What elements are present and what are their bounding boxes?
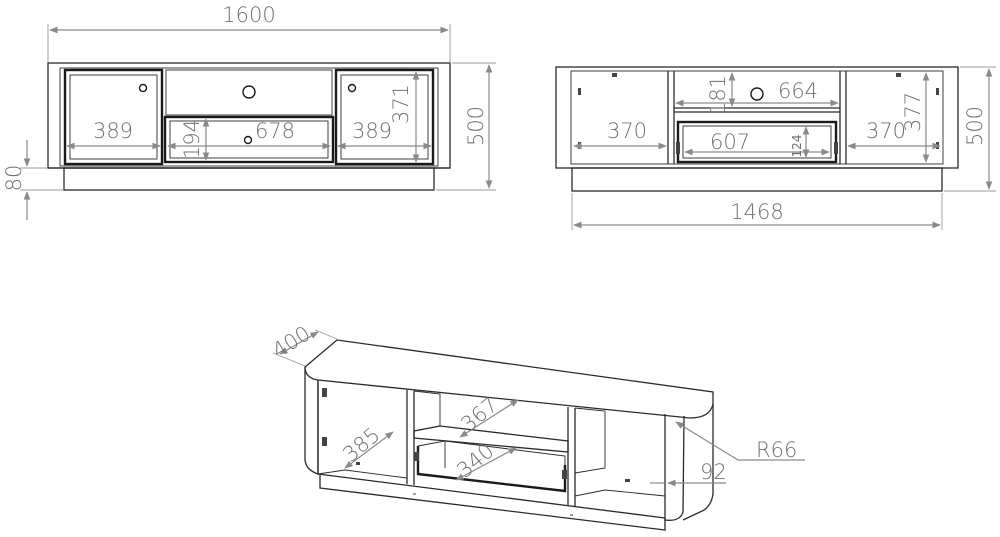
front-plinth bbox=[63, 167, 435, 191]
label-door-height: 371 bbox=[389, 84, 413, 124]
drawer-knob bbox=[243, 135, 253, 145]
label-front-height: 500 bbox=[464, 106, 488, 146]
label-carcass-width: 1468 bbox=[730, 200, 783, 224]
label-left-compartment-depth: 385 bbox=[338, 423, 384, 467]
interior-drawer-box bbox=[676, 120, 838, 164]
perspective-view: 400 385 367 340 R66 92 bbox=[268, 321, 805, 531]
label-right-compartment-height: 377 bbox=[901, 92, 925, 132]
label-depth: 400 bbox=[268, 321, 315, 363]
top-open-shelf bbox=[165, 69, 333, 116]
label-interior-height: 500 bbox=[963, 106, 987, 146]
perspective-bottom bbox=[317, 473, 666, 519]
label-shelf-width: 664 bbox=[778, 79, 818, 103]
interior-cable-hole bbox=[750, 87, 764, 101]
right-door-knob bbox=[347, 83, 357, 93]
label-drawer-inner-height: 124 bbox=[790, 135, 804, 158]
cable-hole bbox=[242, 85, 256, 99]
label-right-compartment-width: 370 bbox=[866, 119, 906, 143]
label-left-compartment-width: 370 bbox=[607, 119, 647, 143]
label-overall-width: 1600 bbox=[222, 3, 275, 27]
right-door bbox=[334, 68, 435, 166]
label-plinth-height: 80 bbox=[2, 165, 26, 192]
label-corner-radius: R66 bbox=[756, 438, 797, 462]
label-left-door-width: 389 bbox=[93, 119, 133, 143]
left-door bbox=[63, 68, 164, 166]
front-inner-frame bbox=[59, 67, 439, 167]
perspective-partition-left bbox=[406, 390, 415, 485]
label-drawer-width: 678 bbox=[255, 119, 295, 143]
interior-plinth bbox=[571, 167, 943, 192]
label-shelf-depth: 367 bbox=[456, 393, 502, 437]
label-drawer-inner-width: 607 bbox=[710, 130, 750, 154]
label-right-door-width: 389 bbox=[352, 119, 392, 143]
label-shelf-height: 181 bbox=[706, 75, 730, 115]
interior-carcass-outline bbox=[555, 66, 959, 169]
drawer-front bbox=[163, 115, 335, 164]
perspective-shelf bbox=[413, 425, 569, 453]
perspective-right-side bbox=[664, 414, 685, 521]
front-view: 1600 500 80 389 678 389 371 194 bbox=[2, 3, 496, 220]
perspective-partition-right bbox=[567, 407, 576, 506]
left-door-knob bbox=[138, 83, 148, 93]
perspective-left-side bbox=[304, 367, 319, 475]
interior-view: 1468 500 370 370 377 664 181 607 124 bbox=[555, 66, 996, 230]
label-side-offset: 92 bbox=[700, 460, 727, 484]
label-drawer-height: 194 bbox=[180, 119, 204, 159]
